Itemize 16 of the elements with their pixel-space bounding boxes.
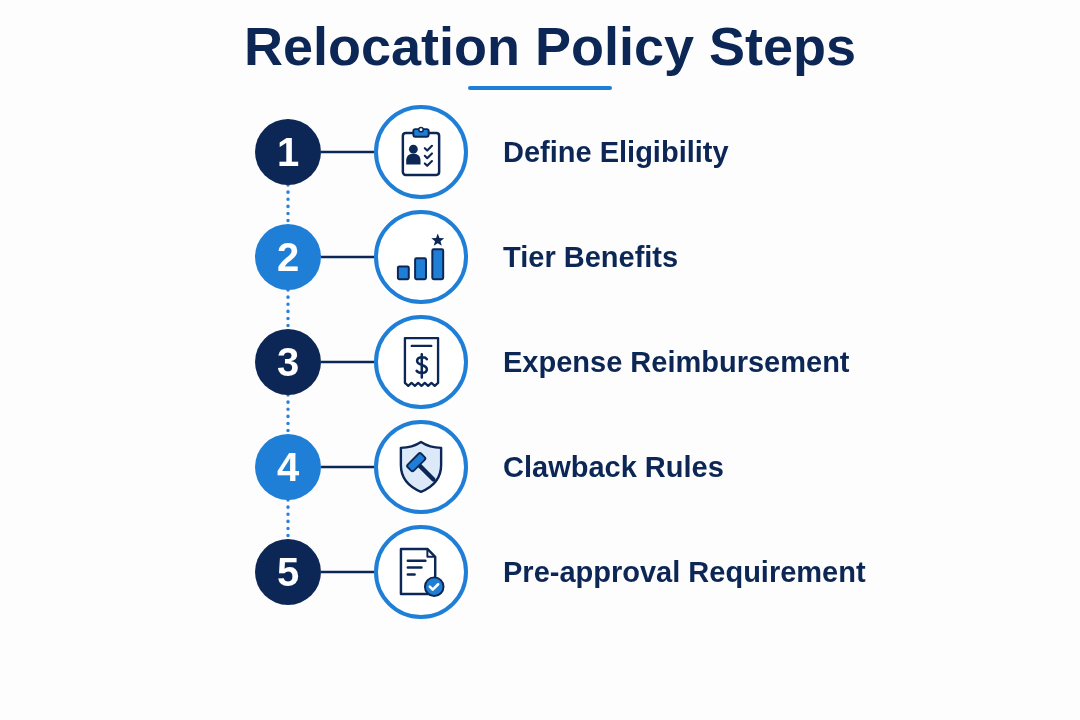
connector-line [321, 465, 374, 469]
step-label: Pre-approval Requirement [503, 555, 866, 590]
step-label: Expense Reimbursement [503, 345, 850, 380]
step-label: Tier Benefits [503, 240, 679, 275]
step-number-circle: 5 [255, 539, 321, 605]
step-number-circle: 2 [255, 224, 321, 290]
title: Relocation Policy Steps [243, 15, 857, 78]
step-number-circle: 4 [255, 434, 321, 500]
connector-line [321, 255, 374, 259]
connector-line [321, 570, 374, 574]
connector-line [321, 150, 374, 154]
step-number-circle: 3 [255, 329, 321, 395]
step-label: Clawback Rules [503, 450, 724, 485]
connector-line [321, 360, 374, 364]
step-number-circle: 1 [255, 119, 321, 185]
step-label: Define Eligibility [503, 135, 729, 170]
